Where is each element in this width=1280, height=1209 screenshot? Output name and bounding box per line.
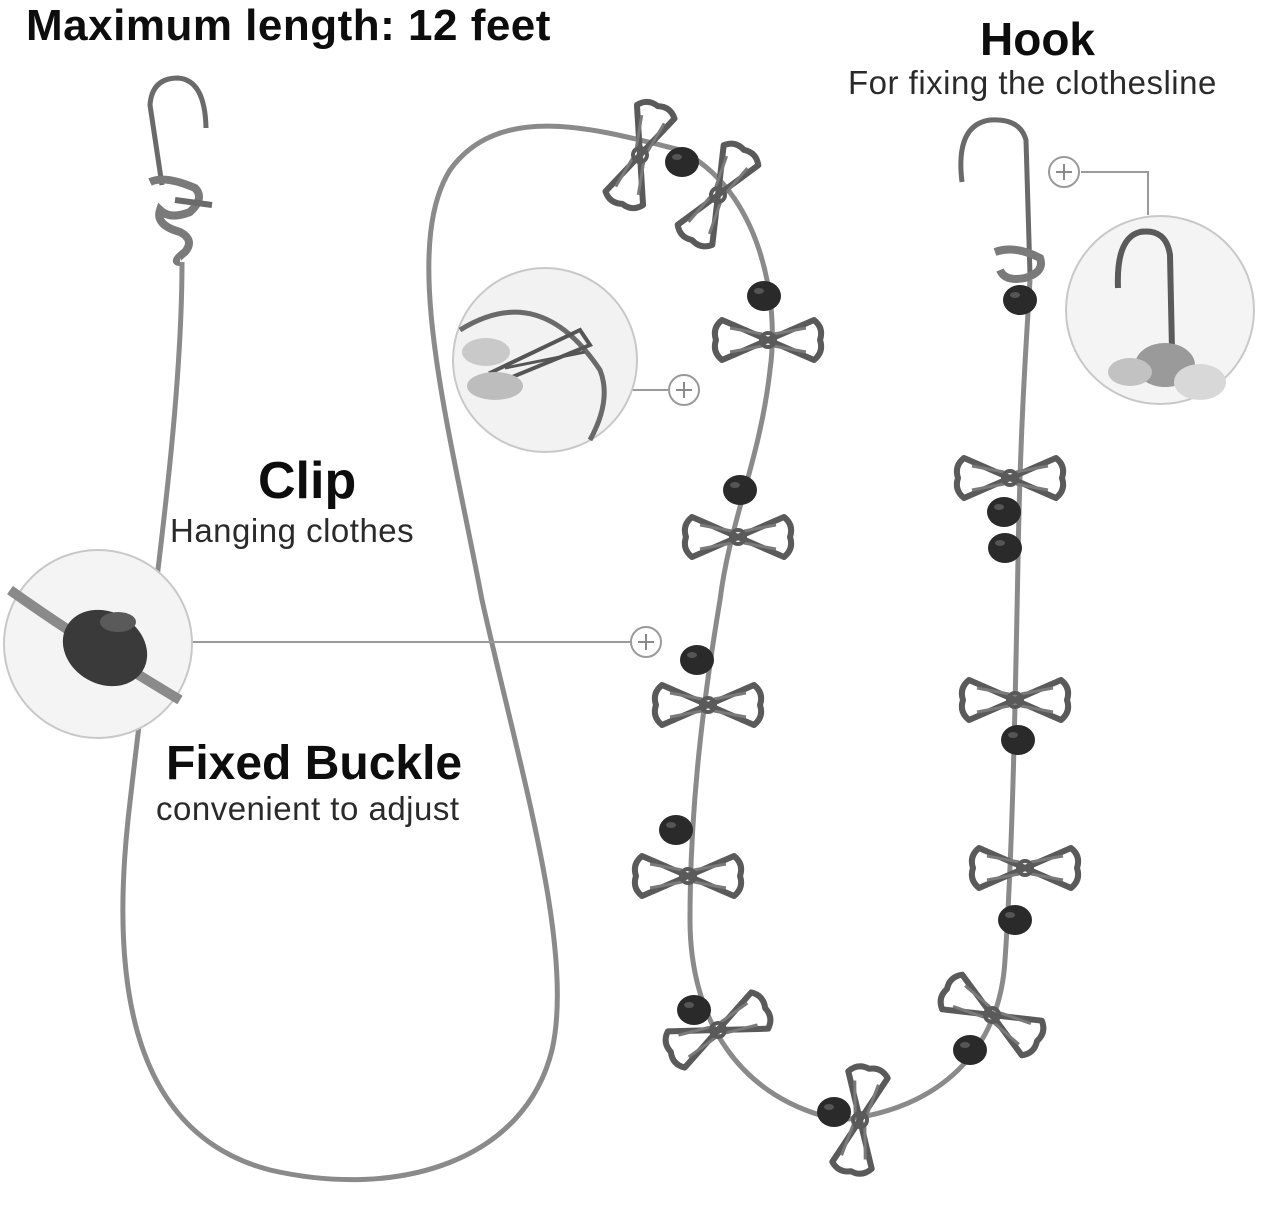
max-length-title: Maximum length: 12 feet: [26, 1, 551, 50]
clip-line: [678, 147, 1033, 1123]
right-hook: [958, 117, 1045, 283]
buckle-title: Fixed Buckle: [166, 737, 463, 790]
clips: [603, 98, 1078, 1176]
hook-zoom-callout: [1048, 156, 1255, 405]
buckle-zoom-callout: [3, 549, 662, 739]
clip-subtitle: Hanging clothes: [170, 512, 415, 549]
clip-zoom-callout: [452, 267, 700, 453]
hook-title: Hook: [980, 13, 1095, 65]
left-hook: [147, 75, 213, 266]
hook-subtitle: For fixing the clothesline: [848, 64, 1217, 101]
rope: [120, 123, 681, 1183]
plus-circle-icon: [668, 374, 700, 406]
plus-circle-icon: [1048, 156, 1080, 188]
clip-title: Clip: [258, 452, 357, 510]
plus-circle-icon: [630, 626, 662, 658]
buckle-subtitle: convenient to adjust: [156, 790, 460, 827]
